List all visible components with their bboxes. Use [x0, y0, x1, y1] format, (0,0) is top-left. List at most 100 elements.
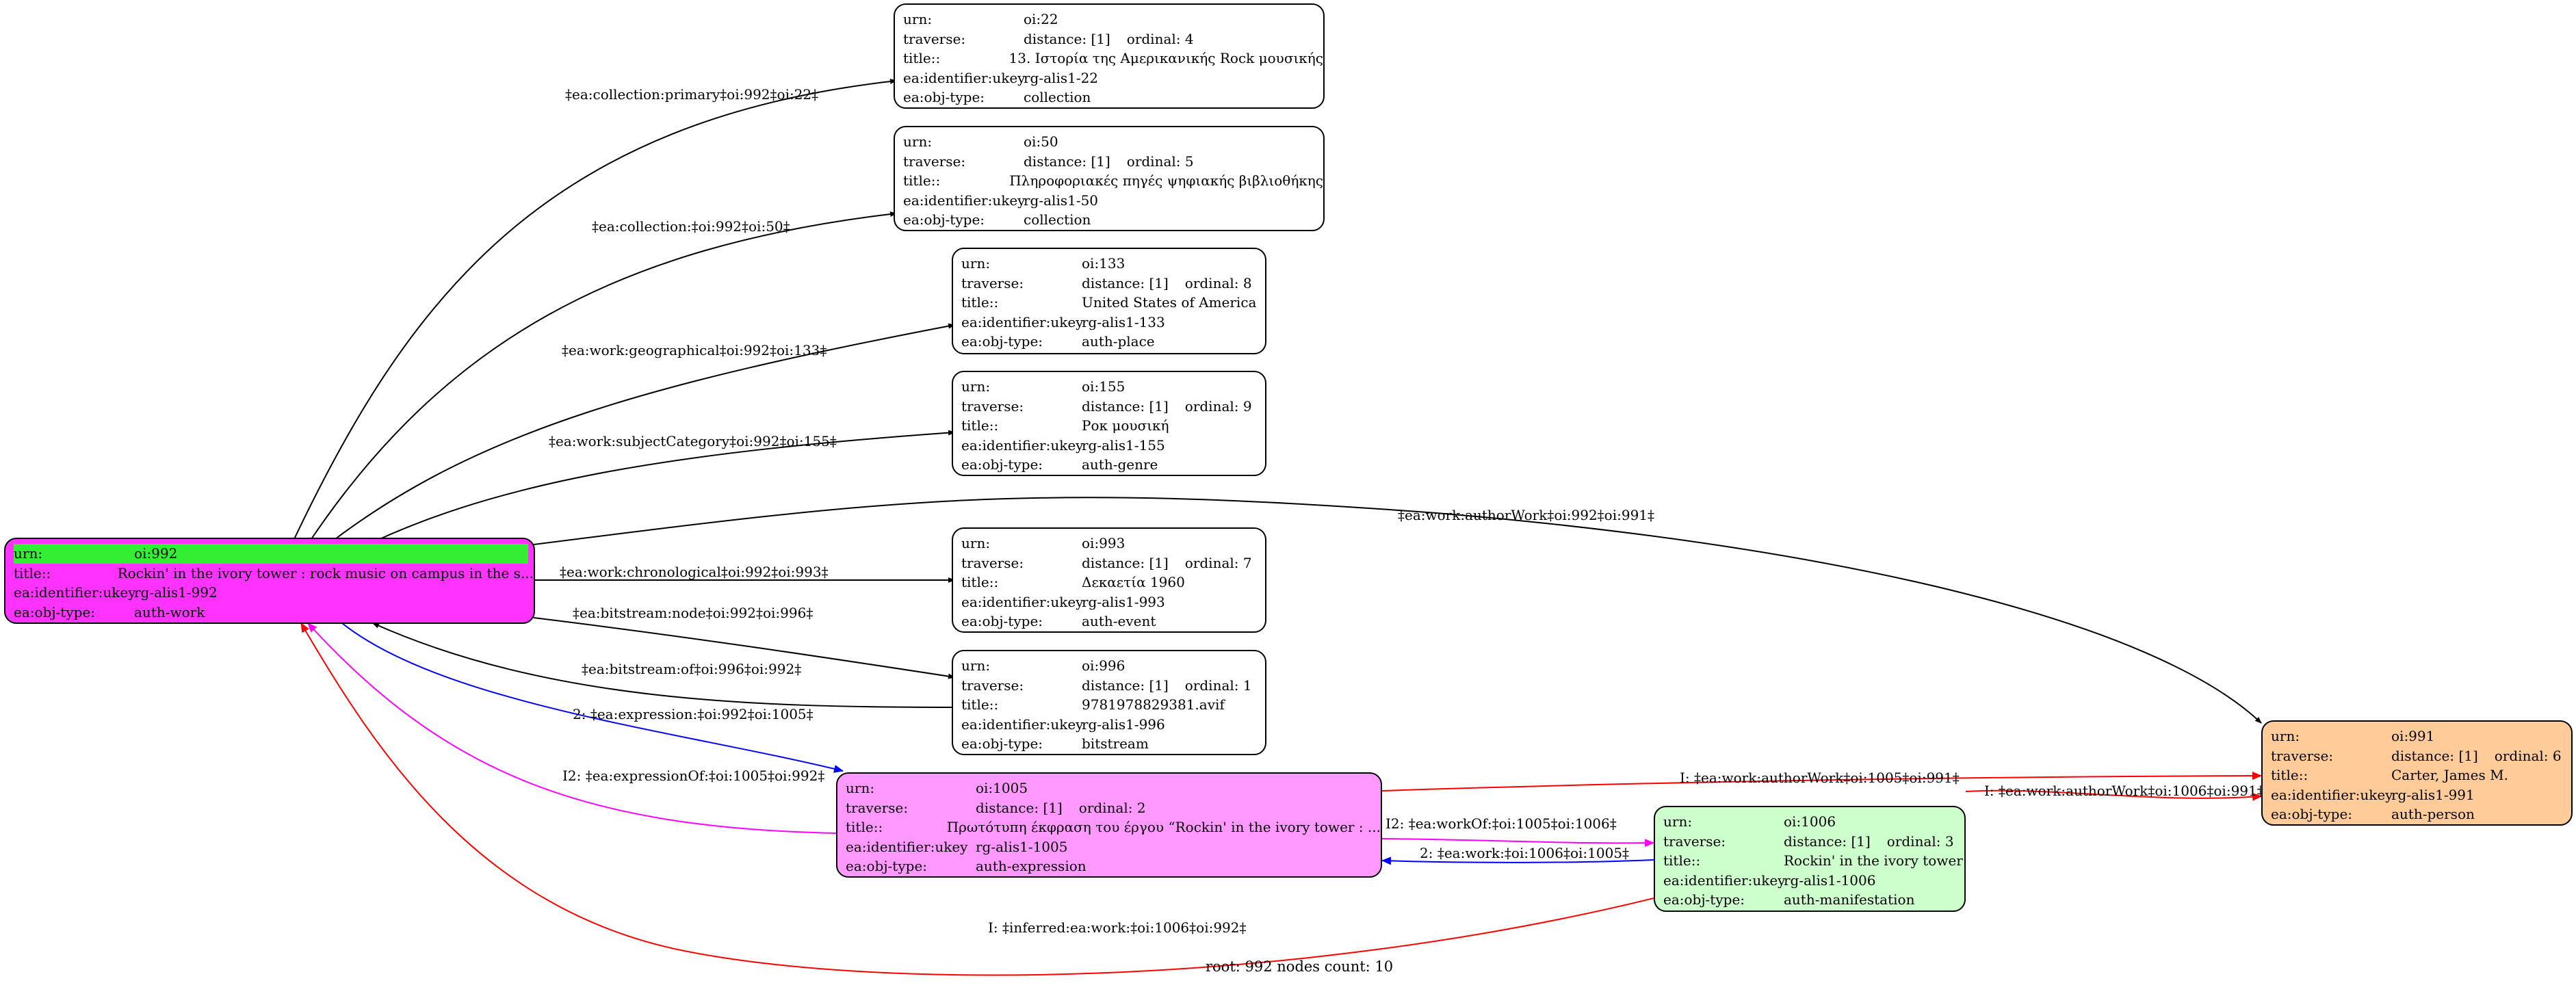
field-label-title: title::: [14, 564, 51, 581]
edge-label-collection-primary: ‡ea:collection:primary‡oi:992‡oi:22‡: [565, 86, 819, 103]
field-label-ukey: ea:identifier:ukey: [14, 584, 136, 601]
field-value-ordinal: ordinal: 4: [1126, 30, 1194, 47]
node-oi-133[interactable]: urn:oi:133 traverse:distance: [1]ordinal…: [952, 248, 1266, 354]
edge-label-chronological: ‡ea:work:chronological‡oi:992‡oi:993‡: [560, 564, 829, 580]
edge-expression: [341, 622, 844, 773]
node-oi-22[interactable]: urn: oi:22 traverse: distance: [1] ordinal:…: [894, 3, 1325, 109]
field-value-urn: oi:133: [1082, 255, 1126, 272]
node-oi-155[interactable]: urn:oi:155 traverse:distance: [1]ordinal…: [952, 371, 1266, 476]
edge-label-bitstream-of: ‡ea:bitstream:of‡oi:996‡oi:992‡: [582, 661, 802, 677]
field-label-traverse: traverse:: [961, 274, 1024, 291]
field-label-urn: urn:: [1663, 813, 1693, 830]
field-value-title: Ροκ μουσική: [1082, 417, 1169, 434]
field-value-objtype: bitstream: [1082, 735, 1149, 752]
field-value-title: Πρωτότυπη έκφραση του έργου “Rockin' in …: [946, 819, 1381, 835]
edge-label-author-work: ‡ea:work:authorWork‡oi:992‡oi:991‡: [1398, 507, 1655, 523]
field-value-title: Rockin' in the ivory tower: [1784, 852, 1963, 869]
field-value-ordinal: ordinal: 8: [1184, 274, 1252, 291]
field-value-distance: distance: [1]: [1784, 833, 1871, 850]
field-label-title: title::: [961, 417, 999, 434]
field-label-objtype: ea:obj-type:: [846, 858, 928, 874]
field-value-ordinal: ordinal: 6: [2494, 747, 2562, 764]
node-oi-1005[interactable]: urn:oi:1005 traverse:distance: [1]ordina…: [836, 772, 1382, 878]
field-value-ordinal: ordinal: 3: [1886, 833, 1954, 850]
field-value-distance: distance: [1]: [1082, 397, 1169, 415]
field-value-ukey: rg-alis1-993: [1082, 593, 1165, 610]
field-label-title: title::: [961, 294, 999, 311]
field-label-ukey: ea:identifier:ukey: [903, 69, 1026, 86]
field-value-ukey: rg-alis1-1005: [976, 838, 1068, 855]
field-value-urn: oi:1005: [976, 780, 1028, 796]
edge-label-geographical: ‡ea:work:geographical‡oi:992‡oi:133‡: [562, 342, 827, 358]
node-oi-992[interactable]: urn: oi:992 title:: Rockin' in the ivory…: [4, 538, 535, 624]
field-label-traverse: traverse:: [961, 554, 1024, 571]
field-label-ukey: ea:identifier:ukey: [903, 192, 1026, 209]
field-value-ukey: rg-alis1-996: [1082, 716, 1165, 733]
field-label-objtype: ea:obj-type:: [14, 603, 96, 620]
field-label-objtype: ea:obj-type:: [2271, 806, 2353, 822]
field-value-objtype: auth-expression: [976, 858, 1087, 874]
edge-bitstream-of: [372, 622, 955, 708]
edge-label-collection: ‡ea:collection:‡oi:992‡oi:50‡: [592, 218, 790, 235]
edge-inferred-work: [300, 622, 1654, 976]
edge-label-1006-to-991: I: ‡ea:work:authorWork‡oi:1006‡oi:991‡: [1984, 783, 2264, 799]
field-label-objtype: ea:obj-type:: [961, 333, 1043, 350]
edge-label-inferred-work: I: ‡inferred:ea:work:‡oi:1006‡oi:992‡: [988, 919, 1247, 936]
field-label-title: title::: [846, 819, 883, 835]
field-label-urn: urn:: [961, 535, 991, 551]
field-label-urn: urn:: [903, 11, 933, 27]
field-value-distance: distance: [1]: [1082, 677, 1169, 694]
edge-author-work: [533, 497, 2262, 724]
field-label-urn: urn:: [961, 378, 991, 395]
field-label-title: title::: [903, 172, 941, 189]
edge-label-1005-to-1006: I2: ‡ea:workOf:‡oi:1005‡oi:1006‡: [1385, 815, 1617, 832]
field-value-objtype: auth-work: [134, 603, 205, 620]
field-value-urn: oi:992: [134, 545, 178, 562]
field-value-urn: oi:155: [1082, 378, 1126, 395]
field-value-ukey: rg-alis1-1006: [1784, 871, 1876, 889]
graph-footer: root: 992 nodes count: 10: [1206, 958, 1394, 975]
field-label-ukey: ea:identifier:ukey: [961, 593, 1084, 610]
edge-subject-category: [379, 430, 955, 540]
field-label-urn: urn:: [961, 255, 991, 272]
field-value-title: Rockin' in the ivory tower : rock music …: [117, 564, 534, 581]
node-oi-991[interactable]: urn:oi:991 traverse:distance: [1]ordinal…: [2261, 720, 2573, 826]
edge-bitstream-node: [533, 617, 955, 679]
field-value-urn: oi:22: [1024, 11, 1058, 27]
node-oi-993[interactable]: urn:oi:993 traverse:distance: [1]ordinal…: [952, 527, 1266, 633]
field-value-ordinal: ordinal: 7: [1184, 554, 1252, 571]
field-label-title: title::: [903, 50, 941, 66]
field-label-objtype: ea:obj-type:: [903, 211, 985, 228]
field-value-ukey: rg-alis1-133: [1082, 313, 1165, 330]
node-oi-50[interactable]: urn:oi:50 traverse:distance: [1]ordinal:…: [894, 126, 1325, 231]
edge-label-bitstream-node: ‡ea:bitstream:node‡oi:992‡oi:996‡: [573, 605, 814, 621]
field-label-title: title::: [2271, 767, 2308, 783]
field-value-objtype: collection: [1024, 211, 1091, 228]
field-value-objtype: collection: [1024, 89, 1091, 105]
field-value-objtype: auth-place: [1082, 333, 1155, 350]
field-label-title: title::: [961, 574, 999, 590]
edge-collection-primary: [294, 79, 897, 540]
field-value-objtype: auth-event: [1082, 613, 1156, 629]
field-label-traverse: traverse:: [903, 30, 966, 47]
edge-1006-to-1005: [1381, 856, 1654, 865]
field-value-ordinal: ordinal: 1: [1184, 677, 1252, 694]
field-value-ukey: rg-alis1-155: [1082, 436, 1165, 454]
field-value-distance: distance: [1]: [1082, 554, 1169, 571]
field-value-objtype: auth-person: [2391, 806, 2475, 822]
field-value-ordinal: ordinal: 9: [1184, 397, 1252, 415]
field-label-ukey: ea:identifier:ukey: [1663, 871, 1786, 889]
field-label-urn: urn:: [903, 133, 933, 150]
node-oi-996[interactable]: urn:oi:996 traverse:distance: [1]ordinal…: [952, 650, 1266, 755]
node-oi-1006[interactable]: urn:oi:1006 traverse:distance: [1]ordina…: [1654, 806, 1966, 912]
field-label-title: title::: [961, 696, 999, 713]
field-value-objtype: auth-manifestation: [1784, 891, 1915, 908]
field-value-ukey: rg-alis1-991: [2391, 786, 2475, 803]
field-value-ordinal: ordinal: 2: [1078, 799, 1146, 816]
field-label-ukey: ea:identifier:ukey: [846, 838, 968, 855]
field-value-distance: distance: [1]: [2391, 747, 2478, 764]
field-value-distance: distance: [1]: [1024, 30, 1110, 47]
field-value-title: 9781978829381.avif: [1082, 696, 1225, 713]
field-label-urn: urn:: [846, 780, 875, 796]
field-value-title: Δεκαετία 1960: [1082, 574, 1185, 590]
